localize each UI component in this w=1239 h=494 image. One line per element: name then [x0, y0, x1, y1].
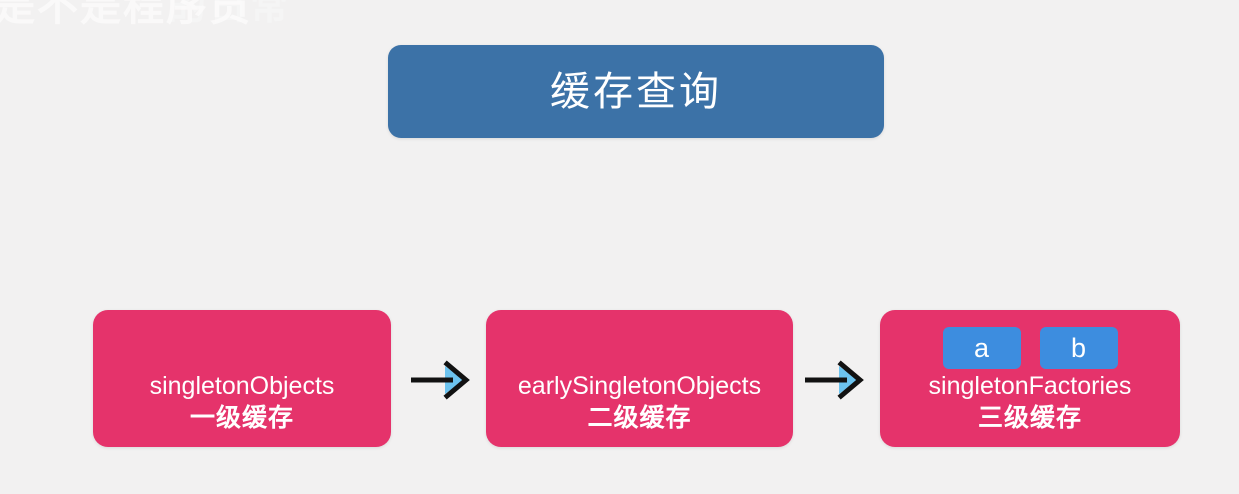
arrow-right-icon [803, 358, 865, 402]
cache-box-content: singletonObjects 一级缓存 [93, 371, 391, 433]
cache-box-singleton-factories: a b singletonFactories 三级缓存 [880, 310, 1180, 447]
bean-chip-b: b [1039, 327, 1118, 369]
cache-box-name: earlySingletonObjects [517, 372, 762, 400]
cache-box-singleton-objects: singletonObjects 一级缓存 [93, 310, 391, 447]
cache-box-name: singletonFactories [928, 372, 1132, 400]
arrow-right-icon [409, 358, 471, 402]
cache-box-level: 二级缓存 [587, 403, 692, 432]
title-banner: 缓存查询 [388, 45, 884, 138]
page-title: 缓存查询 [550, 69, 722, 114]
watermark-text: 是不是程序员 [0, 0, 252, 29]
cache-box-level: 一级缓存 [189, 403, 294, 432]
cache-box-level: 三级缓存 [977, 403, 1082, 432]
cache-box-content: earlySingletonObjects 二级缓存 [486, 371, 793, 433]
cache-box-content: singletonFactories 三级缓存 [880, 371, 1180, 433]
cache-box-early-singleton-objects: earlySingletonObjects 二级缓存 [486, 310, 793, 447]
bean-chip-a: a [942, 327, 1021, 369]
bean-chip-row: a b [880, 327, 1180, 369]
watermark-text-secondary: 的日常 [168, 0, 292, 28]
cache-box-name: singletonObjects [149, 372, 335, 400]
